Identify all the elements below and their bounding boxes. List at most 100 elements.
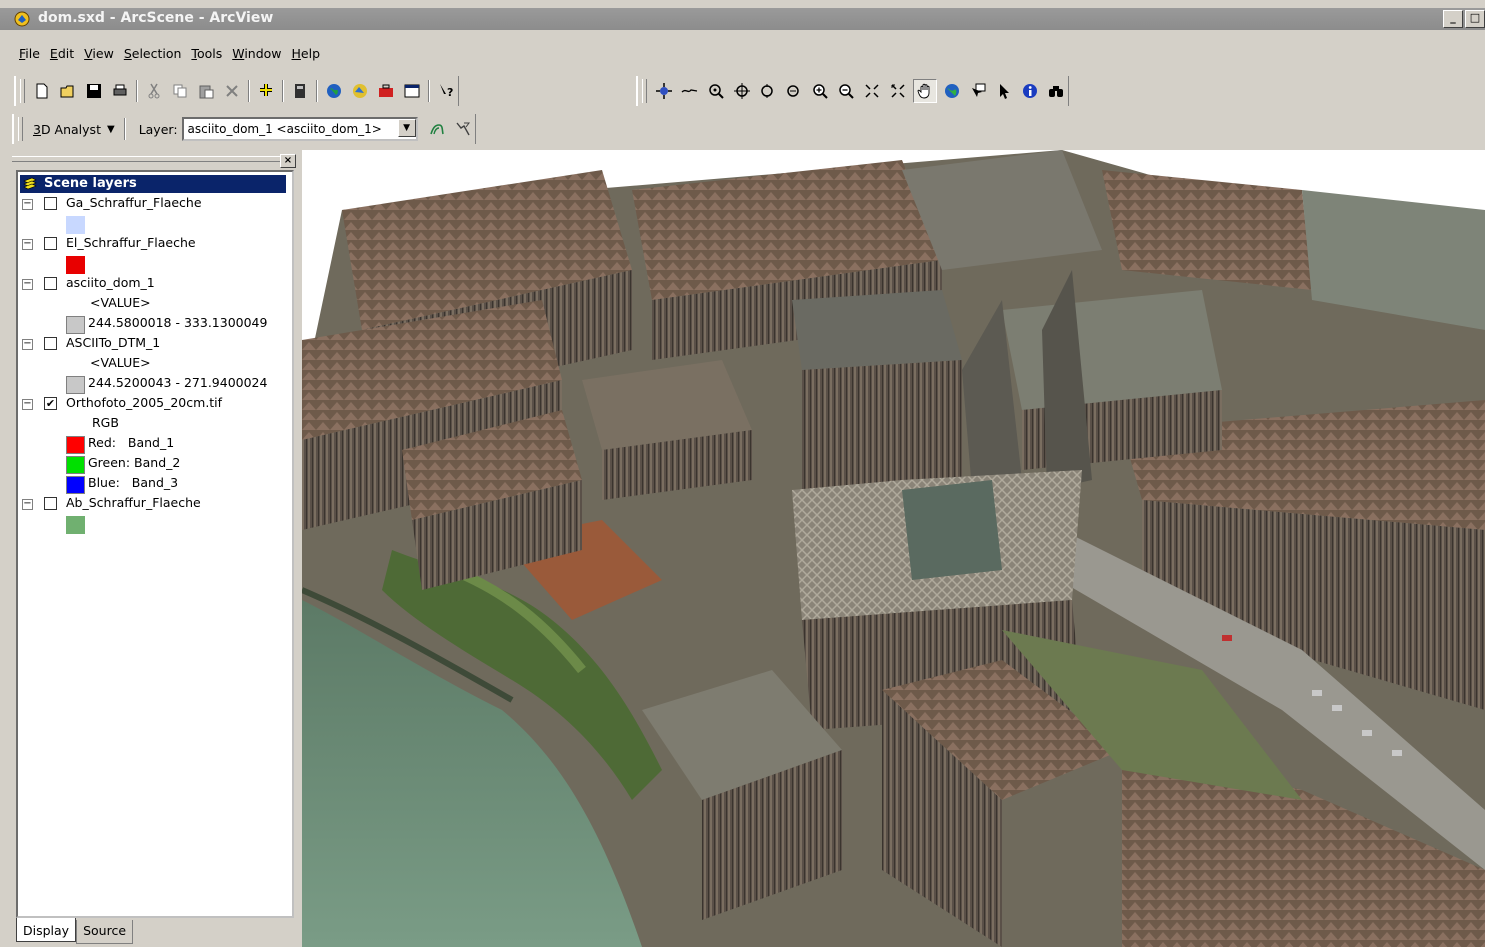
legend-swatch[interactable]	[66, 216, 85, 234]
navigate-icon[interactable]	[653, 80, 675, 102]
layer-visibility-checkbox-checked[interactable]: ✔	[44, 397, 57, 410]
legend-swatch-green[interactable]	[66, 456, 85, 474]
menu-file[interactable]: File	[19, 46, 40, 61]
add-data-icon[interactable]	[255, 80, 277, 102]
layer-name: asciito_dom_1	[66, 275, 155, 290]
toolbar-separator	[316, 80, 318, 102]
tab-display[interactable]: Display	[16, 918, 77, 942]
collapse-icon[interactable]: −	[22, 238, 33, 250]
layer-visibility-checkbox[interactable]	[44, 337, 57, 350]
band-label: Red: Band_1	[88, 435, 175, 450]
toolbar-grip[interactable]	[642, 79, 647, 103]
whats-this-help-icon[interactable]: ?	[435, 80, 457, 102]
zoom-to-target-icon[interactable]	[757, 80, 779, 102]
delete-icon[interactable]	[221, 80, 243, 102]
layer-visibility-checkbox[interactable]	[44, 237, 57, 250]
collapse-icon[interactable]: −	[22, 198, 33, 210]
open-folder-icon[interactable]	[57, 80, 79, 102]
menu-edit[interactable]: Edit	[49, 46, 75, 61]
toc-tabs: Display Source	[16, 918, 134, 944]
toolbox-icon[interactable]	[375, 80, 397, 102]
legend-swatch-red[interactable]	[66, 436, 85, 454]
band-label: Green: Band_2	[88, 455, 181, 470]
cut-icon[interactable]	[143, 80, 165, 102]
globe-icon[interactable]	[323, 80, 345, 102]
set-observer-icon[interactable]	[783, 80, 805, 102]
navigation-toolbar	[636, 76, 1069, 106]
tab-source[interactable]: Source	[76, 920, 134, 944]
collapse-icon[interactable]: −	[22, 338, 33, 350]
zoom-in-icon[interactable]	[809, 80, 831, 102]
collapse-icon[interactable]: −	[22, 398, 33, 410]
close-icon[interactable]: ×	[280, 154, 296, 168]
identify-info-icon[interactable]	[1019, 80, 1041, 102]
find-binoculars-icon[interactable]	[1045, 80, 1067, 102]
select-elements-pointer-icon[interactable]	[993, 80, 1015, 102]
legend-swatch-blue[interactable]	[66, 476, 85, 494]
toc-layer-tree: Scene layers − Ga_Schraffur_Flaeche − El…	[16, 170, 294, 918]
full-extent-globe-icon[interactable]	[941, 80, 963, 102]
toolbar-grip[interactable]	[20, 79, 25, 103]
3d-city-scene-rendering[interactable]	[302, 150, 1485, 947]
zoom-out-fixed-icon[interactable]	[887, 80, 909, 102]
center-on-target-icon[interactable]	[731, 80, 753, 102]
select-features-icon[interactable]	[967, 80, 989, 102]
collapse-icon[interactable]: −	[22, 498, 33, 510]
steepest-path-icon[interactable]	[452, 118, 474, 140]
legend-swatch[interactable]	[66, 376, 85, 394]
pan-hand-icon[interactable]	[913, 79, 937, 103]
menu-window[interactable]: Window	[232, 46, 282, 61]
arcmap-icon[interactable]	[349, 80, 371, 102]
3d-scene-view[interactable]	[302, 150, 1485, 947]
toolbar-separator	[248, 80, 250, 102]
menu-view[interactable]: View	[84, 46, 114, 61]
3d-analyst-menu[interactable]: 3D Analyst ▼	[27, 122, 121, 137]
menu-help[interactable]: Help	[291, 46, 321, 61]
layer-visibility-checkbox[interactable]	[44, 497, 57, 510]
toc-header: ×	[8, 152, 298, 168]
value-field-header: <VALUE>	[90, 295, 151, 310]
layer-visibility-checkbox[interactable]	[44, 197, 57, 210]
menu-tools[interactable]: Tools	[191, 46, 223, 61]
layer-name: Ga_Schraffur_Flaeche	[66, 195, 202, 210]
chevron-down-icon[interactable]: ▼	[397, 119, 416, 137]
layer-dropdown-value: asciito_dom_1 <asciito_dom_1>	[187, 122, 382, 136]
layer-dropdown[interactable]: asciito_dom_1 <asciito_dom_1> ▼	[181, 117, 418, 141]
minimize-button[interactable]: _	[1443, 10, 1463, 28]
3d-analyst-label: 3D Analyst	[33, 121, 101, 137]
toc-grip[interactable]	[12, 156, 282, 162]
legend-swatch[interactable]	[66, 316, 85, 334]
fly-icon[interactable]	[679, 80, 701, 102]
window-title: dom.sxd - ArcScene - ArcView	[38, 10, 274, 26]
toolbar-separator	[428, 80, 430, 102]
print-icon[interactable]	[109, 80, 131, 102]
copy-icon[interactable]	[169, 80, 191, 102]
maximize-button[interactable]: □	[1465, 10, 1485, 28]
value-field-header: <VALUE>	[90, 355, 151, 370]
menu-bar: File Edit View Selection Tools Window He…	[14, 44, 325, 66]
zoom-out-icon[interactable]	[835, 80, 857, 102]
zoom-in-fixed-icon[interactable]	[861, 80, 883, 102]
zoom-target-icon[interactable]	[705, 80, 727, 102]
window-controls: _ □	[1443, 10, 1485, 28]
band-label: Blue: Band_3	[88, 475, 179, 490]
legend-range-label: 244.5800018 - 333.1300049	[88, 315, 268, 330]
collapse-icon[interactable]: −	[22, 278, 33, 290]
window-icon[interactable]	[401, 80, 423, 102]
scene-layers-label: Scene layers	[44, 176, 137, 191]
scene-layers-root[interactable]: Scene layers	[20, 175, 286, 193]
svg-text:?: ?	[447, 86, 453, 99]
menu-selection[interactable]: Selection	[123, 46, 182, 61]
toolbar-separator	[123, 118, 126, 140]
legend-range-label: 244.5200043 - 271.9400024	[88, 375, 268, 390]
layer-visibility-checkbox[interactable]	[44, 277, 57, 290]
contour-tool-icon[interactable]	[426, 118, 448, 140]
toolbar-separator	[282, 80, 284, 102]
paste-icon[interactable]	[195, 80, 217, 102]
new-document-icon[interactable]	[31, 80, 53, 102]
legend-swatch[interactable]	[66, 516, 85, 534]
toolbar-grip[interactable]	[18, 117, 23, 141]
legend-swatch[interactable]	[66, 256, 85, 274]
save-icon[interactable]	[83, 80, 105, 102]
calculator-icon[interactable]	[289, 80, 311, 102]
